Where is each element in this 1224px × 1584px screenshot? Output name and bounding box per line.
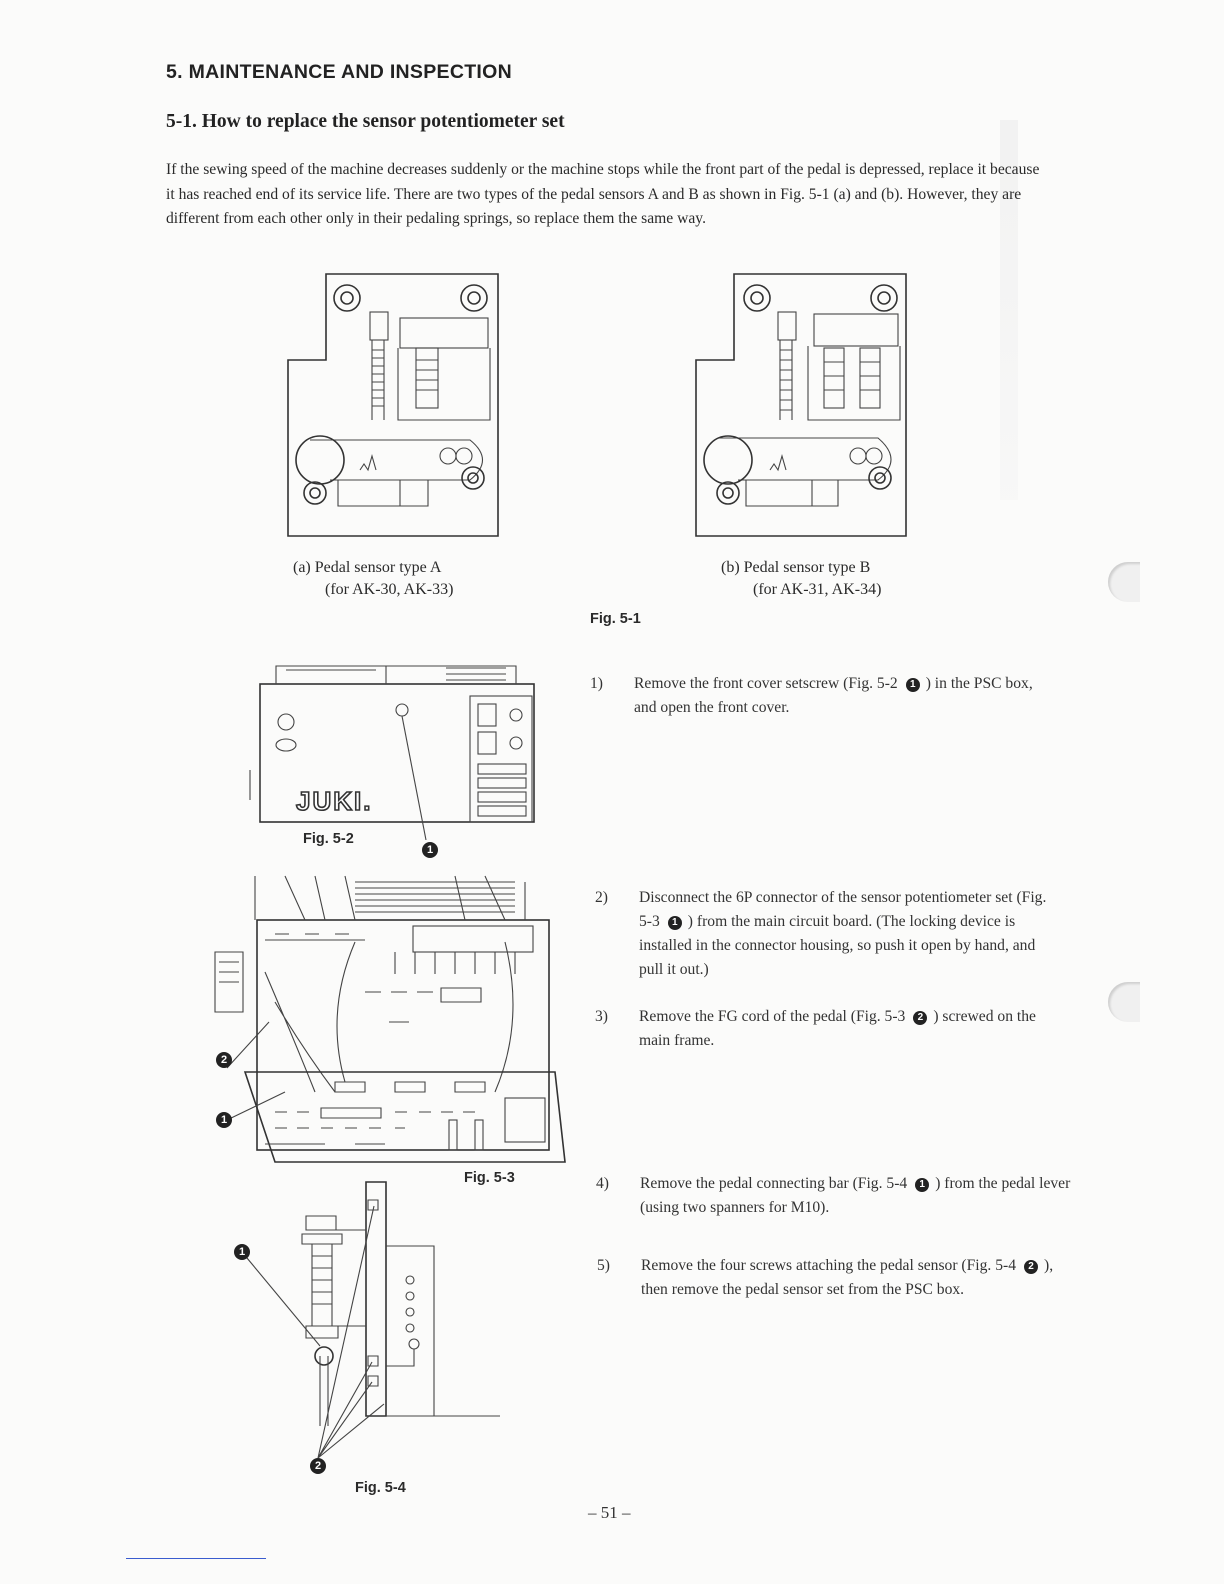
step-marker: 2 [913,1011,928,1025]
step-number: 2) [595,889,608,906]
pedal-side-view-drawing [241,1181,500,1459]
fig-5-1-b-caption: (b) Pedal sensor type B [721,559,871,576]
psc-box-front-drawing [249,665,535,840]
step-text: Remove the pedal connecting bar (Fig. 5-… [640,1175,908,1192]
step-text: Remove the four screws attaching the ped… [641,1257,1017,1274]
step-text: Remove the front cover setscrew (Fig. 5-… [634,675,898,692]
fig-5-2-label: Fig. 5-2 [303,831,354,847]
fig-5-1-label: Fig. 5-1 [590,611,641,627]
bleed-through-shadow [1000,120,1018,500]
fig-5-4-label: Fig. 5-4 [355,1480,406,1496]
subsection-heading: 5-1. How to replace the sensor potentiom… [166,111,565,132]
psc-box-interior-drawing [214,875,566,1163]
step-number: 3) [595,1008,608,1025]
step-text: Remove the FG cord of the pedal (Fig. 5-… [639,1008,906,1025]
scan-underline-mark [126,1558,266,1559]
step-number: 1) [590,675,603,692]
step-4: 4) Remove the pedal connecting bar (Fig. … [596,1172,1074,1220]
page-tab-mark [1108,982,1140,1022]
pedal-sensor-type-b-drawing [695,273,907,537]
callout-1: 1 [234,1244,250,1260]
callout-2: 2 [310,1458,326,1474]
step-text-tail: ) from the main circuit board. (The lock… [639,913,1036,978]
step-3: 3) Remove the FG cord of the pedal (Fig. … [595,1005,1067,1053]
step-text-tail: ) in the PSC box, and open the front cov… [634,675,1033,716]
step-text-tail: ), then remove the pedal sensor set from… [641,1257,1054,1298]
step-text-tail: ) from the pedal lever (using two spanne… [640,1175,1071,1216]
fig-5-1-a-caption-models: (for AK-30, AK-33) [325,581,454,598]
step-text: Disconnect the 6P connector of the senso… [639,889,1047,930]
step-marker: 2 [1024,1260,1039,1274]
step-2: 2) Disconnect the 6P connector of the sen… [595,886,1057,982]
callout-1: 1 [216,1112,232,1128]
step-number: 5) [597,1257,610,1274]
fig-5-1-a-caption: (a) Pedal sensor type A [293,559,442,576]
callout-2: 2 [216,1052,232,1068]
fig-5-1-b-caption-models: (for AK-31, AK-34) [753,581,882,598]
step-marker: 1 [905,678,920,692]
section-heading: 5. MAINTENANCE AND INSPECTION [166,61,512,83]
step-5: 5) Remove the four screws attaching the p… [597,1254,1059,1302]
step-marker: 1 [915,1178,930,1192]
step-marker: 1 [667,916,682,930]
step-number: 4) [596,1175,609,1192]
page-tab-mark [1108,562,1140,602]
intro-paragraph: If the sewing speed of the machine decre… [166,161,1040,227]
page-number: – 51 – [588,1503,631,1522]
fig-5-3-label: Fig. 5-3 [464,1170,515,1186]
pedal-sensor-type-a-drawing [287,273,499,537]
juki-logo: JUKI. [295,785,373,817]
callout-1: 1 [422,842,438,858]
step-text-tail: ) screwed on the main frame. [639,1008,1036,1049]
step-1: 1) Remove the front cover setscrew (Fig. … [590,672,1052,720]
